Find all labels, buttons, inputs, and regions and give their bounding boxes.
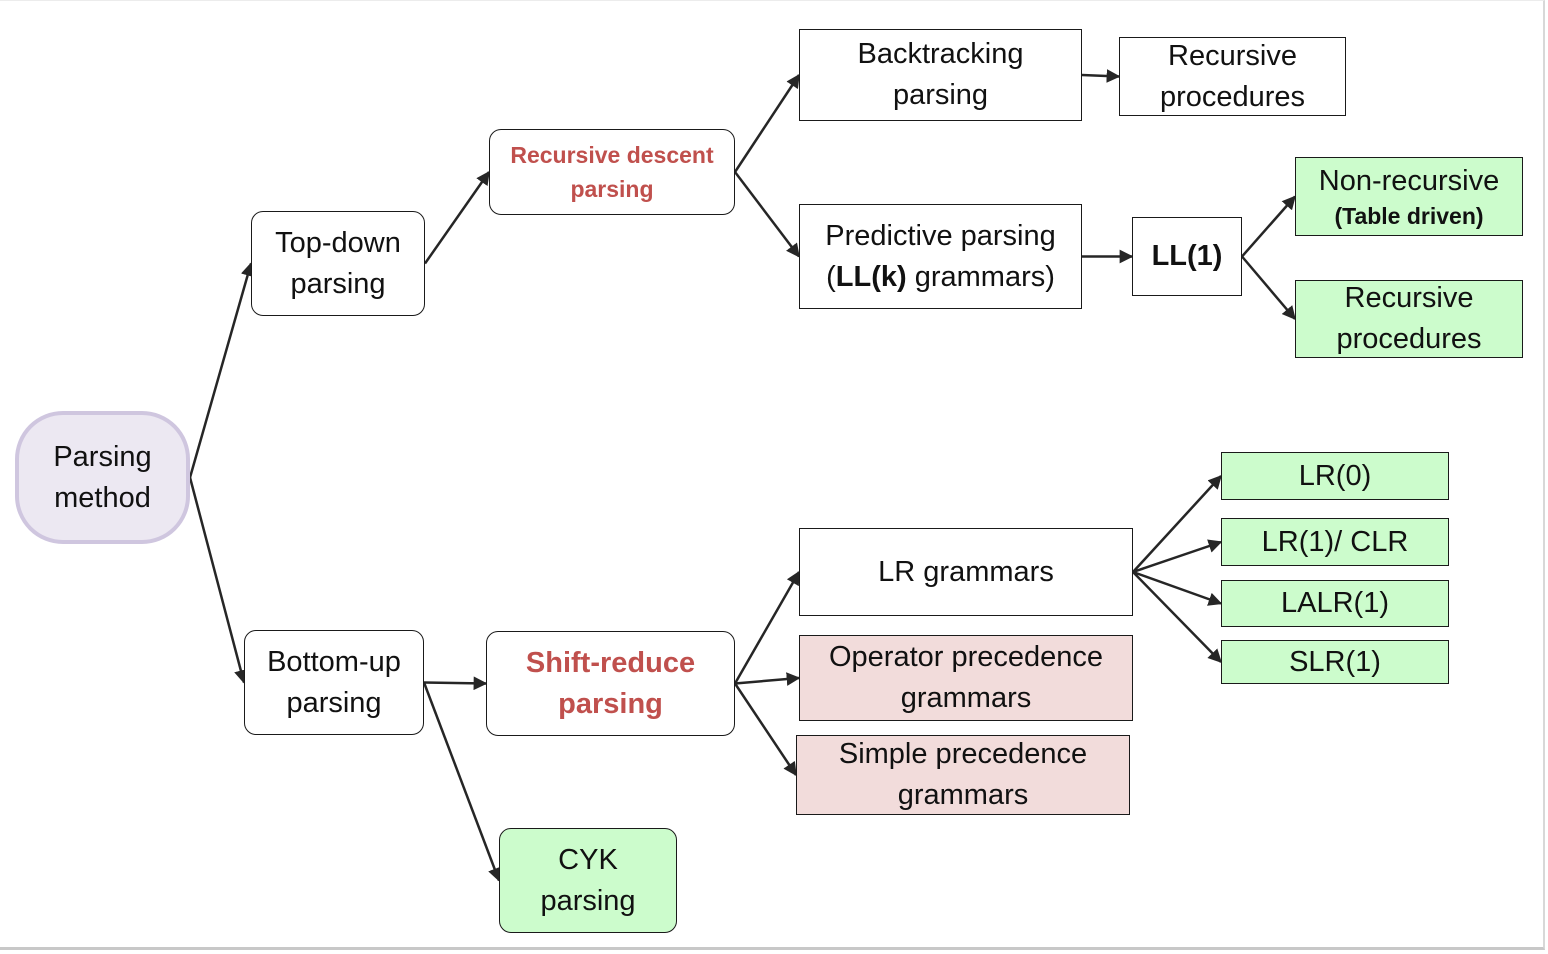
node-label-line2: procedures (1336, 323, 1482, 355)
node-label: LALR(1) (1281, 587, 1389, 619)
node-shift-reduce-parsing[interactable]: Shift-reduce parsing (486, 631, 735, 736)
edge-bottom_up-to-cyk (422, 682, 502, 882)
edge-ll1-to-non_recursive (1241, 195, 1296, 258)
node-label: LR(1)/ CLR (1261, 525, 1409, 558)
node-slr1[interactable]: SLR(1) (1221, 640, 1449, 684)
node-lr1-clr[interactable]: LR(1)/ CLR (1221, 518, 1449, 566)
node-label-line1: Simple precedence (838, 738, 1088, 770)
node-label-line2: method (54, 481, 151, 514)
edge-recursive_descent-to-backtracking (733, 73, 801, 173)
node-label-line1: Top-down (275, 226, 401, 259)
ll-k-label: LL(k) (835, 260, 907, 293)
edge-parsing_method-to-bottom_up (188, 477, 248, 684)
node-label-line1: Predictive parsing (825, 219, 1056, 252)
node-recursive-descent-parsing[interactable]: Recursive descent parsing (489, 129, 735, 215)
edge-parsing_method-to-top_down (188, 262, 255, 478)
edge-lr_grammars-to-lr0 (1132, 474, 1222, 573)
node-recursive-procedures[interactable]: Recursive procedures (1119, 37, 1346, 116)
node-label: LL(1) (1151, 240, 1223, 272)
node-label-line1: Non-recursive (1318, 164, 1500, 197)
edge-lr_grammars-to-lalr1 (1132, 570, 1223, 606)
node-label: LR grammars (878, 555, 1054, 588)
edge-bottom_up-to-shift_reduce (423, 676, 488, 691)
edge-lr_grammars-to-lr1_clr (1132, 539, 1223, 574)
node-cyk-parsing[interactable]: CYK parsing (499, 828, 677, 933)
node-recursive-procedures-ll1[interactable]: Recursive procedures (1295, 280, 1523, 358)
node-bottom-up-parsing[interactable]: Bottom-up parsing (244, 630, 424, 735)
node-lalr1[interactable]: LALR(1) (1221, 580, 1449, 627)
node-label-line2: grammars (897, 779, 1029, 811)
edge-shift_reduce-to-lr_grammars (733, 570, 801, 685)
node-backtracking-parsing[interactable]: Backtracking parsing (799, 29, 1082, 121)
node-label-line1: Recursive (1168, 39, 1297, 72)
node-top-down-parsing[interactable]: Top-down parsing (251, 211, 425, 316)
node-label-line2: parsing (286, 686, 382, 719)
edge-shift_reduce-to-simple_precedence (733, 682, 798, 777)
node-label-line2: parsing (290, 267, 386, 300)
node-label-line1: Parsing (53, 440, 152, 473)
node-operator-precedence-grammars[interactable]: Operator precedence grammars (799, 635, 1133, 721)
node-label-line2: grammars (900, 682, 1032, 714)
node-label-line2: parsing (540, 884, 636, 917)
node-label: SLR(1) (1289, 645, 1381, 678)
edge-backtracking-to-recursive_procedures_1 (1081, 69, 1121, 83)
node-label-line2: parsing (570, 176, 654, 202)
node-lr0[interactable]: LR(0) (1221, 452, 1449, 500)
node-label-line1: Shift-reduce (525, 646, 696, 679)
node-lr-grammars[interactable]: LR grammars (799, 528, 1133, 616)
node-label-line2: (LL(k) grammars) (826, 257, 1055, 298)
node-label-line1: Operator precedence (828, 641, 1104, 673)
node-label-line1: Backtracking (857, 38, 1024, 70)
node-label-line2: (Table driven) (1334, 202, 1484, 229)
node-label-line2: parsing (892, 79, 989, 111)
edge-ll1-to-recursive_procedures_2 (1241, 255, 1296, 321)
node-parsing-method[interactable]: Parsing method (15, 411, 190, 544)
edge-top_down-to-recursive_descent (423, 170, 491, 265)
node-label-line1: Bottom-up (267, 645, 401, 678)
node-label-line1: CYK (558, 843, 618, 876)
node-non-recursive-table-driven[interactable]: Non-recursive (Table driven) (1295, 157, 1523, 236)
edge-recursive_descent-to-predictive (734, 171, 800, 258)
node-label-line2: parsing (558, 687, 663, 720)
edge-lr_grammars-to-slr1 (1132, 571, 1222, 663)
grammars-label: grammars) (906, 260, 1055, 293)
node-label: LR(0) (1298, 459, 1372, 492)
edge-shift_reduce-to-operator_precedence (734, 672, 801, 686)
node-label-line1: Recursive (1344, 282, 1474, 314)
node-simple-precedence-grammars[interactable]: Simple precedence grammars (796, 735, 1130, 815)
node-predictive-parsing[interactable]: Predictive parsing (LL(k) grammars) (799, 204, 1082, 309)
paren-open: ( (826, 260, 836, 293)
node-ll1[interactable]: LL(1) (1132, 217, 1242, 296)
node-label-line2: procedures (1159, 80, 1306, 113)
node-label-line1: Recursive descent (510, 142, 714, 168)
